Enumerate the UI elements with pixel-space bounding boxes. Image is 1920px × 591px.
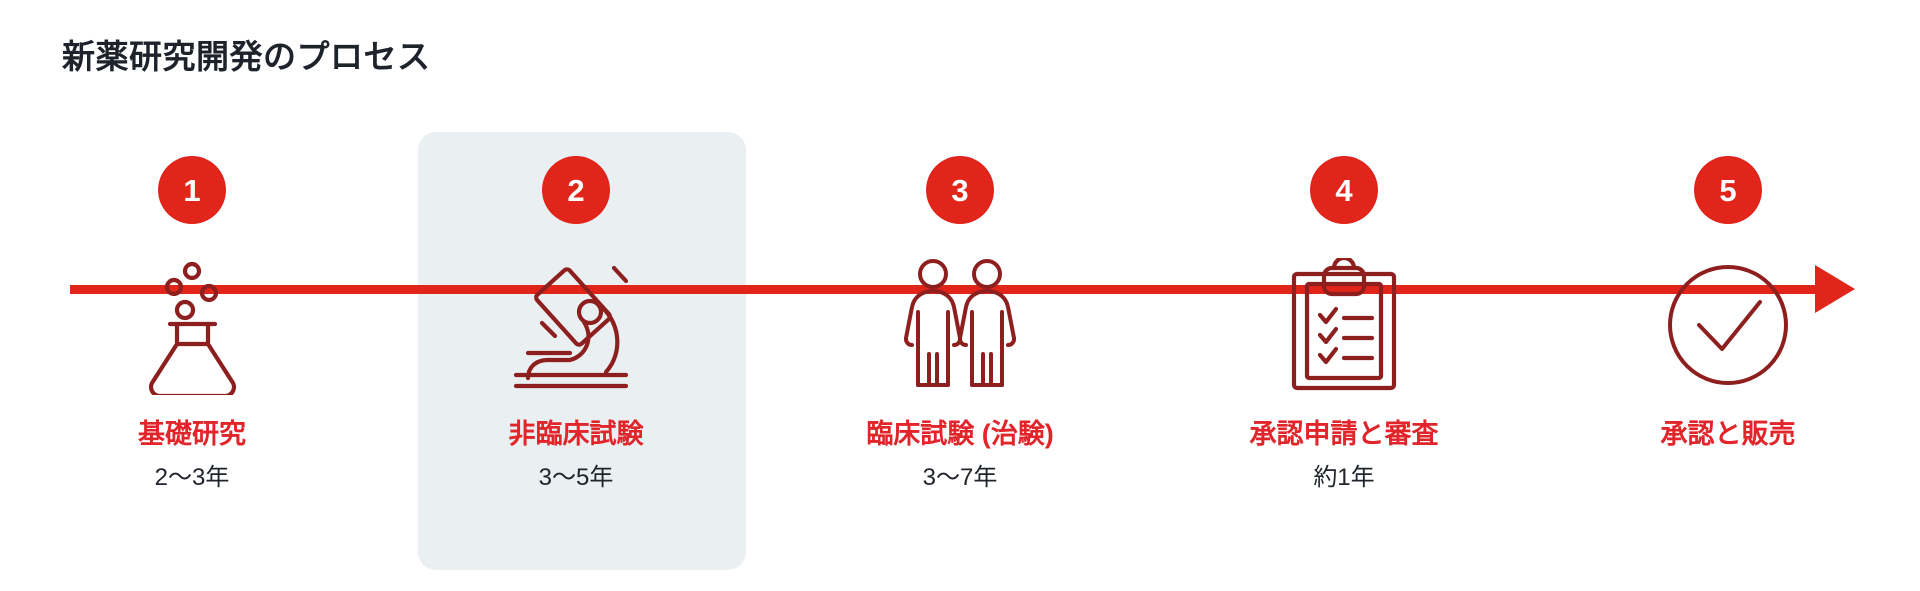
step-item-4[interactable]: 4 承認申請と審査 約1年 bbox=[1152, 100, 1536, 570]
step-duration-3: 3〜7年 bbox=[922, 464, 998, 492]
step-number-badge-3[interactable]: 3 bbox=[926, 156, 994, 224]
step-label-2: 非臨床試験 bbox=[508, 419, 644, 449]
two-people-icon bbox=[885, 250, 1035, 400]
step-item-1[interactable]: 1 基礎研究 2〜3年 bbox=[0, 100, 384, 570]
step-number-badge-5[interactable]: 5 bbox=[1694, 156, 1762, 224]
timeline-axis-line bbox=[70, 285, 1822, 294]
flask-icon bbox=[117, 250, 267, 400]
step-label-5: 承認と販売 bbox=[1660, 419, 1796, 449]
step-item-3[interactable]: 3 臨床試験 ( bbox=[768, 100, 1152, 570]
step-duration-4: 約1年 bbox=[1313, 464, 1375, 492]
process-timeline-diagram: 1 基礎研究 2〜3年 2 bbox=[0, 100, 1920, 570]
page-title: 新薬研究開発のプロセス bbox=[62, 38, 431, 75]
step-label-4: 承認申請と審査 bbox=[1249, 419, 1439, 449]
step-item-2[interactable]: 2 非臨床試験 3〜5年 bbox=[384, 100, 768, 570]
step-item-5[interactable]: 5 承認と販売 bbox=[1536, 100, 1920, 570]
right-arrow-icon bbox=[1815, 265, 1855, 313]
step-number-badge-1[interactable]: 1 bbox=[158, 156, 226, 224]
microscope-icon bbox=[501, 250, 651, 400]
step-label-3: 臨床試験 (治験) bbox=[866, 419, 1054, 449]
step-duration-1: 2〜3年 bbox=[154, 464, 230, 492]
step-number-badge-2[interactable]: 2 bbox=[542, 156, 610, 224]
step-duration-2: 3〜5年 bbox=[538, 464, 614, 492]
step-number-badge-4[interactable]: 4 bbox=[1310, 156, 1378, 224]
step-list: 1 基礎研究 2〜3年 2 bbox=[0, 100, 1920, 570]
clipboard-checklist-icon bbox=[1269, 250, 1419, 400]
step-label-1: 基礎研究 bbox=[138, 419, 246, 449]
check-circle-icon bbox=[1653, 250, 1803, 400]
